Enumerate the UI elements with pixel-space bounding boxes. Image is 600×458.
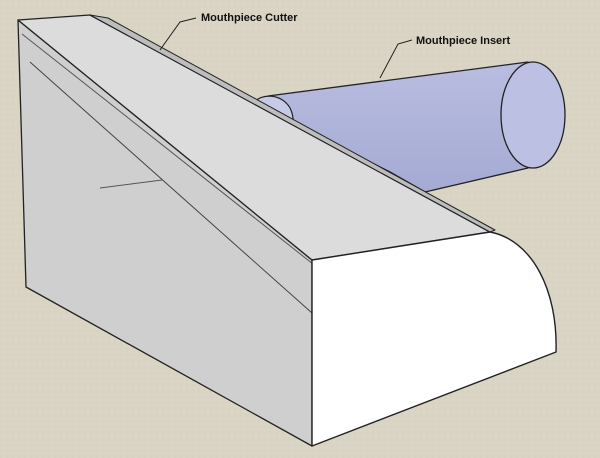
label-mouthpiece-cutter: Mouthpiece Cutter: [201, 12, 298, 24]
cutter-side-shadow-line: [99, 179, 163, 189]
mouthpiece-cutter: [17, 14, 557, 447]
insert-end-face: [500, 61, 566, 169]
cutter-top-ridge: [21, 33, 319, 269]
cutter-rounded-edge: [89, 14, 496, 233]
insert-leader-line: [379, 39, 413, 79]
label-mouthpiece-insert: Mouthpiece Insert: [416, 35, 511, 47]
cutter-side-seam: [29, 61, 313, 314]
cutter-end-face: [311, 231, 557, 447]
cutter-leader-line: [159, 17, 197, 51]
